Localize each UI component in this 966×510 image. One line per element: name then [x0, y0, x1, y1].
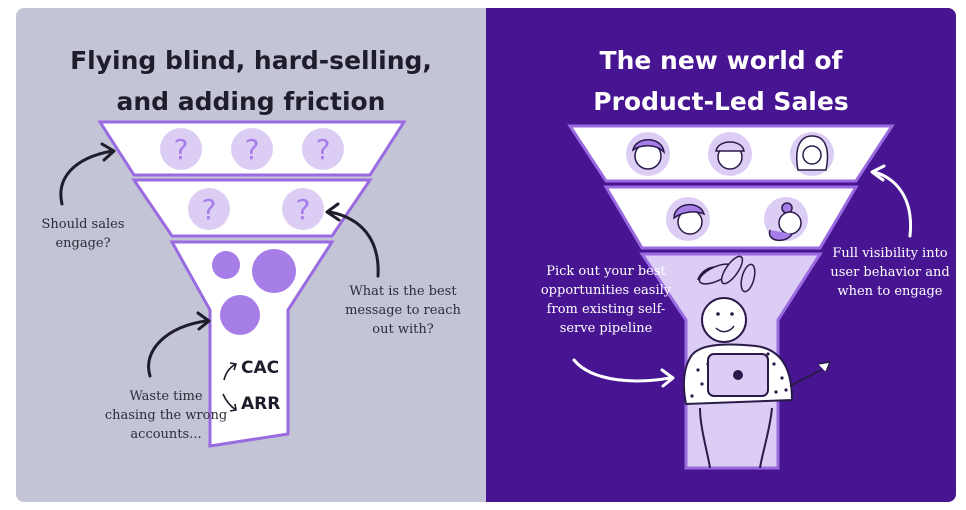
arrow-down-right-icon	[222, 393, 237, 412]
medium-circle	[220, 295, 260, 335]
curved-arrow-icon	[59, 142, 116, 206]
svg-text:?: ?	[316, 133, 331, 166]
curved-arrow-icon	[870, 164, 913, 238]
right-funnel-diagram	[567, 124, 913, 470]
funnel-spout	[169, 240, 335, 448]
svg-text:?: ?	[174, 133, 189, 166]
metric-arr: ARR	[241, 394, 281, 414]
svg-text:?: ?	[202, 193, 217, 226]
right-title: The new world of Product-Led Sales	[486, 40, 956, 122]
svg-text:?: ?	[245, 133, 260, 166]
left-title: Flying blind, hard-selling, and adding f…	[16, 40, 486, 122]
curved-arrow-icon	[572, 358, 675, 388]
user-avatar-icon	[626, 132, 670, 176]
curved-arrow-icon	[325, 202, 380, 278]
note-pick-out: Pick out your best opportunities easily …	[540, 264, 672, 336]
left-title-line-2: and adding friction	[116, 87, 386, 116]
question-icon: ?	[231, 128, 273, 170]
curved-arrow-icon	[147, 311, 211, 378]
person-with-laptop-illustration	[682, 255, 832, 469]
small-circle	[212, 251, 240, 279]
funnel-middle-tier	[603, 185, 859, 250]
metric-cac: CAC	[241, 358, 280, 378]
user-avatar-icon	[764, 197, 808, 242]
left-funnel-diagram: ? ? ? ? ?	[59, 120, 407, 448]
note-best-message: What is the best message to reach out wi…	[345, 284, 461, 337]
user-avatar-icon	[708, 132, 752, 176]
left-panel: ? ? ? ? ?	[16, 8, 486, 502]
question-icon: ?	[188, 188, 230, 230]
right-title-line-2: Product-Led Sales	[593, 87, 849, 116]
note-waste-time: Waste time chasing the wrong accounts...	[104, 389, 228, 442]
user-avatar-icon	[666, 197, 710, 241]
logo-icon	[733, 370, 743, 380]
note-full-visibility: Full visibility into user behavior and w…	[830, 246, 950, 299]
question-icon: ?	[160, 128, 202, 170]
question-icon: ?	[282, 188, 324, 230]
right-title-line-1: The new world of	[599, 46, 843, 75]
large-circle	[252, 249, 296, 293]
arrow-up-right-icon	[223, 362, 238, 381]
right-panel: The new world of Product-Led Sales Pick …	[486, 8, 956, 502]
svg-text:?: ?	[296, 193, 311, 226]
left-title-line-1: Flying blind, hard-selling,	[70, 46, 432, 75]
user-avatar-icon	[790, 132, 834, 176]
question-icon: ?	[302, 128, 344, 170]
note-should-sales-engage: Should sales engage?	[41, 217, 125, 251]
infographic: ? ? ? ? ?	[16, 8, 956, 502]
